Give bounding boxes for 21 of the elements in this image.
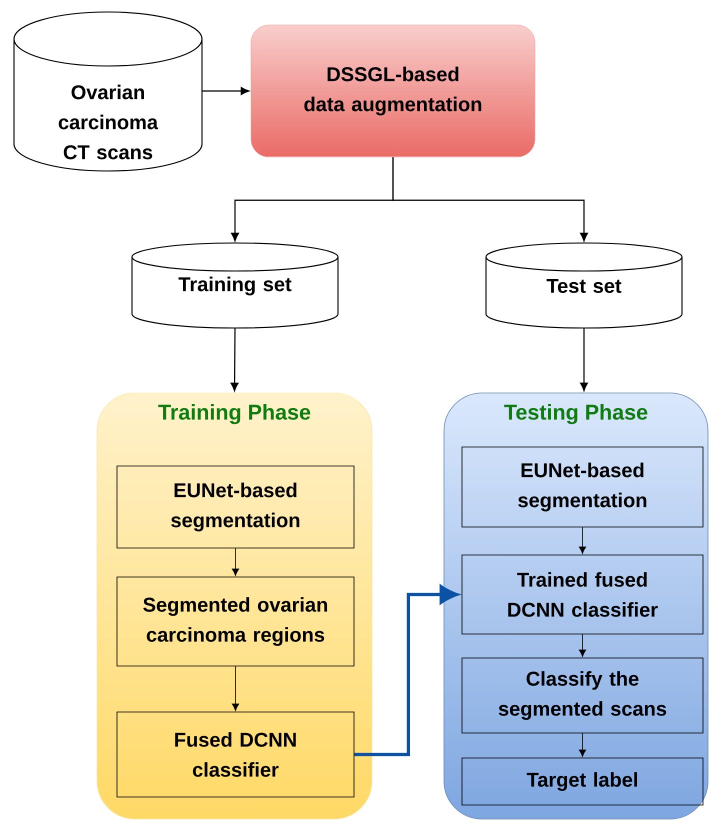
process-box: DSSGL-based data augmentation <box>250 24 536 158</box>
process-box: Classify the segmented scans <box>462 658 704 734</box>
process-box: Trained fused DCNN classifier <box>462 554 704 634</box>
arrow <box>202 87 250 95</box>
arrow <box>578 733 586 757</box>
arrow <box>578 634 586 657</box>
arrow <box>232 666 240 711</box>
arrow <box>232 548 240 576</box>
database-cylinder: Training set <box>131 242 339 329</box>
database-cylinder: Ovarian carcinoma CT scans <box>13 11 203 172</box>
process-box: Target label <box>462 758 704 806</box>
arrow <box>230 328 239 392</box>
arrow <box>354 585 458 756</box>
process-box: Segmented ovarian carcinoma regions <box>116 576 354 666</box>
database-cylinder: Test set <box>485 242 683 329</box>
arrow <box>580 328 588 392</box>
arrow <box>578 527 586 554</box>
process-box: EUNet-based segmentation <box>462 446 704 528</box>
process-box: EUNet-based segmentation <box>116 466 354 548</box>
arrow <box>392 157 588 242</box>
process-box: Fused DCNN classifier <box>116 712 354 798</box>
